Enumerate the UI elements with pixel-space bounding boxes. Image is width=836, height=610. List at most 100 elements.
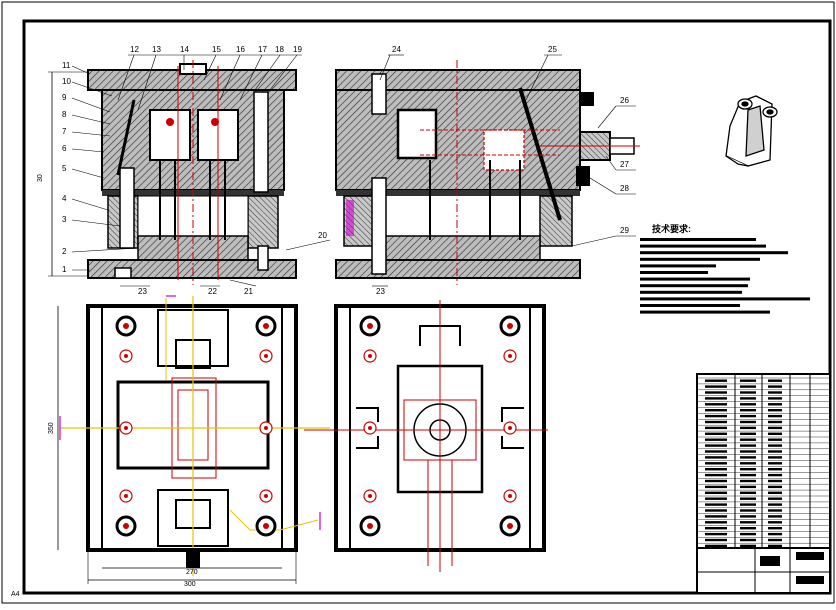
screw-hole-center: [264, 494, 268, 498]
parts-list-cell: [705, 509, 727, 512]
parts-list-cell: [705, 515, 727, 518]
part-label: 18: [275, 45, 284, 54]
top-part-labels: 12 13 14 15 16 17 18 19 23 22 21 20: [117, 45, 331, 296]
part-label: 3: [62, 215, 67, 224]
part-label: 25: [548, 45, 557, 54]
section-view-right: [335, 60, 640, 285]
angle-pin: [116, 99, 136, 176]
parts-list-cell: [705, 468, 727, 471]
stop-block: [580, 92, 594, 106]
screw-hole-center: [264, 426, 268, 430]
screw-hole-center: [124, 426, 128, 430]
parts-list-cell: [740, 515, 756, 518]
parts-list-cell: [705, 391, 727, 394]
notes-title: 技术要求:: [652, 223, 691, 234]
guide-pin-r: [371, 177, 387, 275]
part-label: 23: [138, 287, 147, 296]
notes-line: [640, 244, 766, 248]
parts-list-cell: [740, 450, 756, 453]
screw-head-left: [114, 267, 132, 279]
bolt-hole-center: [367, 523, 373, 529]
notes-line: [640, 304, 740, 307]
inner-border: [22, 19, 832, 595]
notes-lines: [640, 238, 810, 314]
parts-list-cell: [768, 397, 782, 400]
parts-list-cell: [768, 444, 782, 447]
part-label: 8: [62, 110, 67, 119]
return-pin: [257, 245, 269, 271]
bolt-hole-center: [507, 523, 513, 529]
parts-list-cell: [768, 385, 782, 388]
screw-hole-center: [508, 494, 512, 498]
part-label: 1: [62, 265, 67, 274]
part-label: 10: [62, 77, 71, 86]
angle-pin-r: [518, 87, 562, 221]
parts-list-cell: [768, 473, 782, 477]
bolt-hole-center: [367, 323, 373, 329]
bolt-hole-center: [123, 323, 129, 329]
guide-pin-right: [253, 91, 269, 193]
section-view-left: 30: [37, 60, 297, 285]
parts-list-cell: [768, 515, 782, 518]
parts-list-cell: [740, 385, 756, 388]
parts-list-cell: [705, 414, 727, 418]
parts-list-cell: [768, 420, 782, 424]
parts-list-cell: [705, 538, 727, 542]
parts-list-cell: [768, 391, 782, 394]
part-label: 11: [62, 61, 71, 70]
part-label: 19: [293, 45, 302, 54]
right-part-labels: 24 25 26 27 28 29 23: [372, 45, 636, 296]
part-label: 20: [318, 231, 327, 240]
parts-list-cell: [705, 450, 727, 453]
parts-list-cell: [740, 432, 756, 435]
parts-list-cell: [768, 538, 782, 542]
ejector-plate-r: [375, 235, 541, 261]
parts-list-cell: [705, 379, 727, 382]
parts-list-cell: [740, 485, 756, 489]
parts-list-cell: [768, 503, 782, 506]
parts-list-cell: [740, 491, 756, 494]
screw-hole-center: [124, 354, 128, 358]
parts-list-cell: [740, 444, 756, 447]
left-part-labels: 11 10 9 8 7 6 5 4 3 2 1: [62, 61, 139, 274]
parts-list-cell: [705, 532, 727, 536]
nozzle: [186, 548, 200, 568]
bolt-hole-center: [263, 323, 269, 329]
parts-list-cell: [768, 479, 782, 483]
parts-list-cell: [768, 426, 782, 430]
notes-line: [640, 290, 742, 294]
parts-list-cell: [740, 509, 756, 512]
spacer-block-right: [247, 195, 279, 249]
part-label: 22: [208, 287, 217, 296]
plan-view-left: 350 300 270: [48, 295, 330, 588]
part-isometric: [725, 95, 778, 167]
parts-list-cell: [740, 414, 756, 418]
parts-list-cell: [705, 403, 727, 406]
dim-plan-width: 300: [184, 581, 196, 588]
screw-hole-center: [124, 494, 128, 498]
parts-list-cell: [740, 479, 756, 483]
parts-list-cell: [768, 497, 782, 500]
part-label: 17: [258, 45, 267, 54]
parts-list-cell: [705, 527, 727, 530]
screw-hole-center: [264, 354, 268, 358]
parts-list-cell: [768, 527, 782, 530]
screw-hole-center: [368, 494, 372, 498]
plan-view-right: [304, 300, 548, 572]
part-label: 13: [152, 45, 161, 54]
title-block: [696, 373, 831, 594]
notes-line: [640, 310, 770, 314]
parts-list-cell: [740, 438, 756, 441]
screw-hole-center: [368, 426, 372, 430]
parts-list-cell: [740, 397, 756, 400]
part-label: 24: [392, 45, 401, 54]
parts-list-cell: [768, 379, 782, 382]
spring: [346, 200, 354, 236]
parts-list-cell: [705, 544, 727, 548]
parts-list-cell: [705, 491, 727, 494]
parts-list-cell: [705, 420, 727, 424]
parts-list-cell: [740, 426, 756, 430]
parting-plate-r: [336, 190, 580, 196]
parts-list-cell: [768, 450, 782, 453]
